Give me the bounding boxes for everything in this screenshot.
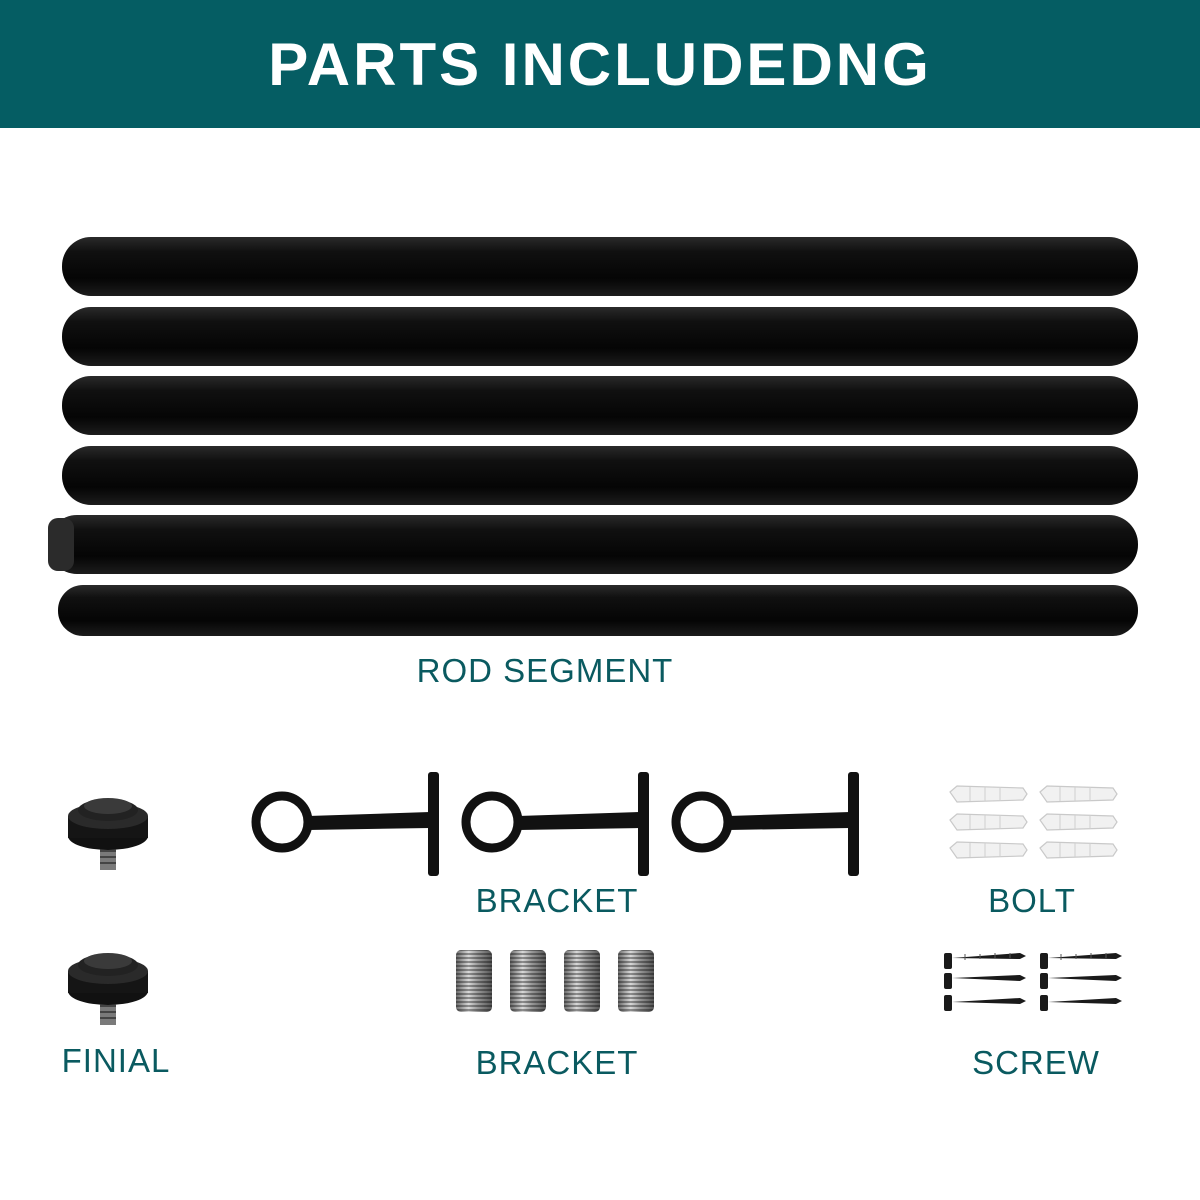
- header-banner: PARTS INCLUDEDNG: [0, 0, 1200, 128]
- rod-segment-label: ROD SEGMENT: [416, 652, 674, 689]
- rod-2: [62, 307, 1138, 366]
- bracket-image-1: [251, 772, 439, 876]
- connector-sleeves-image: [456, 950, 654, 1012]
- screws-image: [944, 953, 1122, 1011]
- bracket-image-3: [671, 772, 859, 876]
- finial-image-bottom: [68, 953, 148, 1025]
- bolts-image: [949, 785, 1118, 859]
- bracket-label-bottom: BRACKET: [475, 1044, 639, 1081]
- rod-3: [62, 376, 1138, 435]
- rod-5-connector-end: [48, 518, 74, 571]
- rod-1: [62, 237, 1138, 296]
- bracket-image-2: [461, 772, 649, 876]
- screw-label: SCREW: [972, 1044, 1100, 1081]
- rod-5: [48, 515, 1138, 574]
- rod-segments-image: [48, 237, 1138, 636]
- bracket-label-top: BRACKET: [475, 882, 639, 919]
- finial-label: FINIAL: [61, 1042, 171, 1079]
- bolt-label: BOLT: [988, 882, 1076, 919]
- page-title: PARTS INCLUDEDNG: [268, 30, 932, 98]
- rod-6: [58, 585, 1138, 636]
- rod-4: [62, 446, 1138, 505]
- finial-image-top: [68, 798, 148, 870]
